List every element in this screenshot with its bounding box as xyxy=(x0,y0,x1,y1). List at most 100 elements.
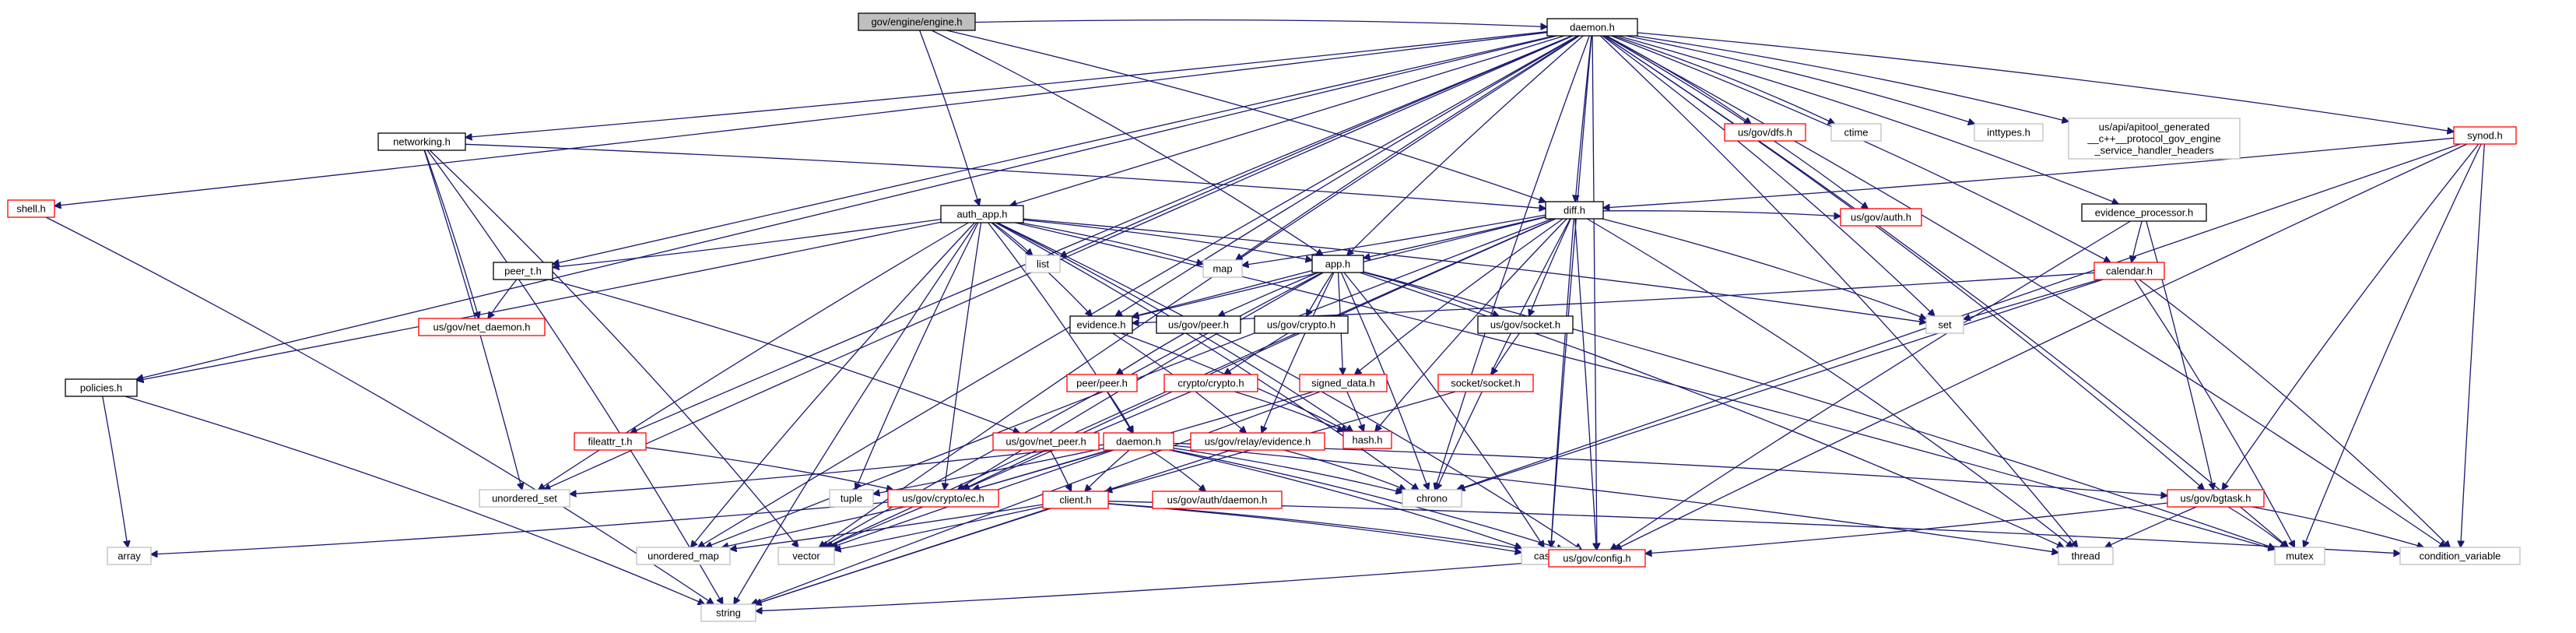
node-authdaemon[interactable]: us/gov/auth/daemon.h xyxy=(1152,491,1283,509)
edge-bgtask-to-thread xyxy=(2105,506,2197,547)
edge-shell-to-string xyxy=(45,216,714,604)
node-box xyxy=(2274,547,2325,565)
node-box xyxy=(887,489,999,508)
node-label: us/gov/peer.h xyxy=(1168,319,1229,331)
node-app[interactable]: app.h xyxy=(1311,255,1364,273)
node-peerpeer[interactable]: peer/peer.h xyxy=(1066,374,1138,392)
edge-govcrypto-to-cryptocrypto xyxy=(1224,332,1289,375)
node-label: us/gov/net_peer.h xyxy=(1005,436,1086,448)
node-label: diff.h xyxy=(1563,205,1585,216)
node-box xyxy=(940,205,1024,223)
node-govcrypto[interactable]: us/gov/crypto.h xyxy=(1254,315,1349,334)
node-govpeer[interactable]: us/gov/peer.h xyxy=(1156,315,1241,334)
node-label: calendar.h xyxy=(2106,266,2153,277)
node-calendar[interactable]: calendar.h xyxy=(2093,262,2165,280)
edge-daemon-to-apitool xyxy=(1635,35,2069,121)
node-config[interactable]: us/gov/config.h xyxy=(1548,549,1646,568)
node-engine[interactable]: gov/engine/engine.h xyxy=(858,12,976,31)
node-signed_data[interactable]: signed_data.h xyxy=(1299,374,1388,392)
node-box xyxy=(107,547,152,565)
node-shell[interactable]: shell.h xyxy=(7,199,55,218)
edge-daemon-to-condvar xyxy=(1606,35,2446,547)
node-synod[interactable]: synod.h xyxy=(2453,126,2517,145)
node-networking[interactable]: networking.h xyxy=(377,132,466,151)
node-box xyxy=(1477,315,1574,334)
edge-daemon-to-set xyxy=(1602,35,1935,316)
node-label: thread xyxy=(2072,550,2100,562)
node-auth_app[interactable]: auth_app.h xyxy=(940,205,1024,223)
node-diff[interactable]: diff.h xyxy=(1545,201,1604,220)
edge-auth_app-to-peer_t xyxy=(553,218,942,268)
node-govauth[interactable]: us/gov/auth.h xyxy=(1840,208,1922,227)
node-client[interactable]: client.h xyxy=(1042,491,1109,509)
node-box xyxy=(1163,374,1258,392)
node-govsocket[interactable]: us/gov/socket.h xyxy=(1477,315,1574,334)
node-peer_t[interactable]: peer_t.h xyxy=(493,262,553,280)
node-label: set xyxy=(1938,319,1952,331)
node-box xyxy=(777,547,835,565)
node-box xyxy=(2093,262,2165,280)
node-label: tuple xyxy=(841,493,862,505)
node-net_daemon[interactable]: us/gov/net_daemon.h xyxy=(418,318,546,336)
edge-auth_app-to-unordered_map xyxy=(691,222,975,547)
edge-daemon-to-list xyxy=(1060,35,1573,257)
node-box xyxy=(1402,489,1462,508)
edge-synod-to-config xyxy=(1615,143,2468,550)
node-box xyxy=(636,547,731,565)
node-box xyxy=(1069,315,1133,334)
edge-app-to-evidence xyxy=(1132,269,1313,317)
node-box xyxy=(700,603,756,622)
node-box xyxy=(2453,126,2517,145)
node-hash[interactable]: hash.h xyxy=(1342,431,1392,449)
node-daemon2[interactable]: daemon.h xyxy=(1103,432,1174,451)
node-label: shell.h xyxy=(16,203,46,215)
node-evidence_processor[interactable]: evidence_processor.h xyxy=(2081,203,2207,222)
node-policies[interactable]: policies.h xyxy=(65,378,138,397)
edge-synod-to-bgtask xyxy=(2222,143,2479,490)
node-dfs[interactable]: us/gov/dfs.h xyxy=(1724,123,1806,142)
node-relayevidence[interactable]: us/gov/relay/evidence.h xyxy=(1190,432,1325,451)
node-box xyxy=(493,262,553,280)
edge-synod-to-mutex xyxy=(2304,143,2482,547)
node-box xyxy=(1202,259,1243,278)
edge-app-to-govpeer xyxy=(1218,272,1319,316)
node-label: list xyxy=(1037,258,1049,270)
node-box xyxy=(1724,123,1806,142)
node-label: app.h xyxy=(1325,258,1351,270)
node-daemon[interactable]: daemon.h xyxy=(1546,18,1638,37)
node-box xyxy=(1925,315,1964,334)
edge-bgtask-to-condvar xyxy=(2251,506,2424,547)
edge-diff-to-chrono xyxy=(1436,218,1571,490)
node-label: us/gov/crypto.h xyxy=(1267,319,1335,331)
node-cryptocrypto[interactable]: crypto/crypto.h xyxy=(1163,374,1258,392)
node-ec[interactable]: us/gov/crypto/ec.h xyxy=(887,489,999,508)
nodes-layer: gov/engine/engine.h daemon.h shell.h polici… xyxy=(7,12,2521,622)
edge-auth_app-to-set xyxy=(1023,218,1926,322)
node-govnetpeer[interactable]: us/gov/net_peer.h xyxy=(992,432,1100,451)
node-evidence[interactable]: evidence.h xyxy=(1069,315,1133,334)
edge-ec-to-vector xyxy=(826,506,924,547)
node-box xyxy=(1042,491,1109,509)
edge-engine-to-diff xyxy=(946,30,1546,202)
edge-govnetpeer-to-client xyxy=(1050,449,1072,491)
node-inttypes: inttypes.h xyxy=(1974,123,2044,142)
edge-daemon-to-unordered_map xyxy=(698,35,1578,547)
node-apitool: us/api/apitool_generated__c++__protocol_… xyxy=(2068,118,2241,160)
node-label: us/gov/auth/daemon.h xyxy=(1167,494,1268,506)
edge-fileattr-to-ec xyxy=(645,447,893,490)
edge-daemon-to-networking xyxy=(465,31,1548,138)
node-box xyxy=(2068,118,2241,160)
edge-app-to-govsocket xyxy=(1363,272,1499,316)
node-socketsocket[interactable]: socket/socket.h xyxy=(1437,374,1534,392)
edge-engine-to-daemon xyxy=(974,19,1547,27)
node-label: peer/peer.h xyxy=(1076,378,1128,389)
edge-daemon-to-shell xyxy=(54,32,1548,206)
edge-config-to-string xyxy=(756,561,1549,611)
edge-diff-to-cassert xyxy=(1551,218,1574,547)
node-box xyxy=(992,432,1100,451)
node-bgtask[interactable]: us/gov/bgtask.h xyxy=(2167,489,2265,508)
edge-networking-to-string xyxy=(426,149,723,604)
node-box xyxy=(2081,203,2207,222)
node-fileattr[interactable]: fileattr_t.h xyxy=(574,432,647,451)
node-label: array xyxy=(118,550,141,562)
